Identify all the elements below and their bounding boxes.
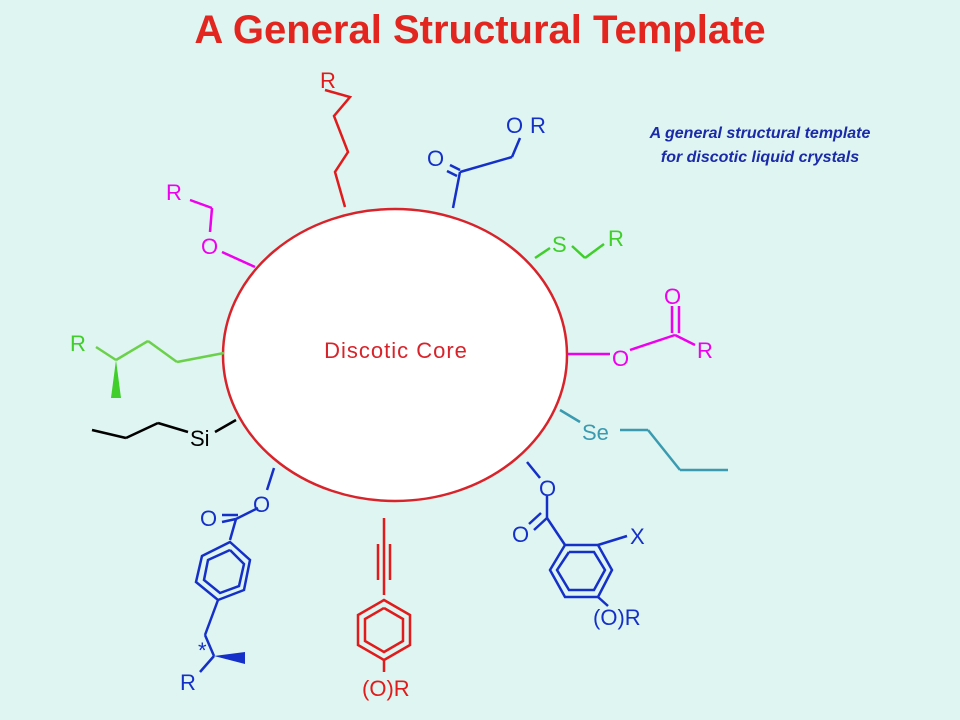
ester-r-label: R: [697, 338, 713, 363]
keto-r-label: R: [530, 113, 546, 138]
alkyl-r-label: R: [320, 68, 336, 93]
se-label: Se: [582, 420, 609, 445]
benzoate-o2-label: O: [200, 506, 217, 531]
chiral-alkyl-chain: [95, 339, 225, 364]
keto-o-label: O: [427, 146, 444, 171]
right-x-label: X: [630, 524, 645, 549]
selenyl-chain: [559, 408, 728, 472]
alkyne-aryl-chain: [356, 518, 412, 672]
wedge-bond-blue: [214, 652, 245, 664]
discotic-core-circle: [221, 207, 569, 503]
alkyne-or-label: (O)R: [362, 676, 410, 701]
thioether-chain: [534, 242, 605, 260]
ether-r-label: R: [166, 180, 182, 205]
diagram-caption: A general structural template for discot…: [590, 122, 930, 170]
ester-chain: [568, 306, 696, 356]
ester-o-top-label: O: [664, 284, 681, 309]
thio-s-label: S: [552, 232, 567, 257]
keto-chain: [446, 137, 522, 209]
right-o2-label: O: [512, 522, 529, 547]
ester-o-label: O: [612, 346, 629, 371]
benzoate-chain-left: [194, 467, 276, 673]
benzoate-r-label: R: [180, 670, 196, 695]
wedge-bond-green: [111, 360, 121, 398]
chiral-star-label: *: [198, 638, 207, 663]
benzoate-chain-right: [526, 461, 628, 607]
thio-r-label: R: [608, 226, 624, 251]
caption-line-2: for discotic liquid crystals: [660, 149, 860, 166]
ether-o-label: O: [201, 234, 218, 259]
page-title: A General Structural Template: [194, 8, 766, 52]
benzoate-o1-label: O: [253, 492, 270, 517]
right-o1-label: O: [539, 476, 556, 501]
keto-o-top-label: O: [506, 113, 523, 138]
caption-line-1: A general structural template: [649, 125, 871, 142]
ether-chain: [189, 198, 256, 269]
si-label: Si: [190, 426, 210, 451]
chiral-r-label: R: [70, 331, 86, 356]
discotic-core-label: Discotic Core: [324, 338, 468, 363]
silyl-chain: [91, 418, 237, 440]
right-or-label: (O)R: [593, 605, 641, 630]
alkyl-chain-top: [324, 88, 353, 208]
